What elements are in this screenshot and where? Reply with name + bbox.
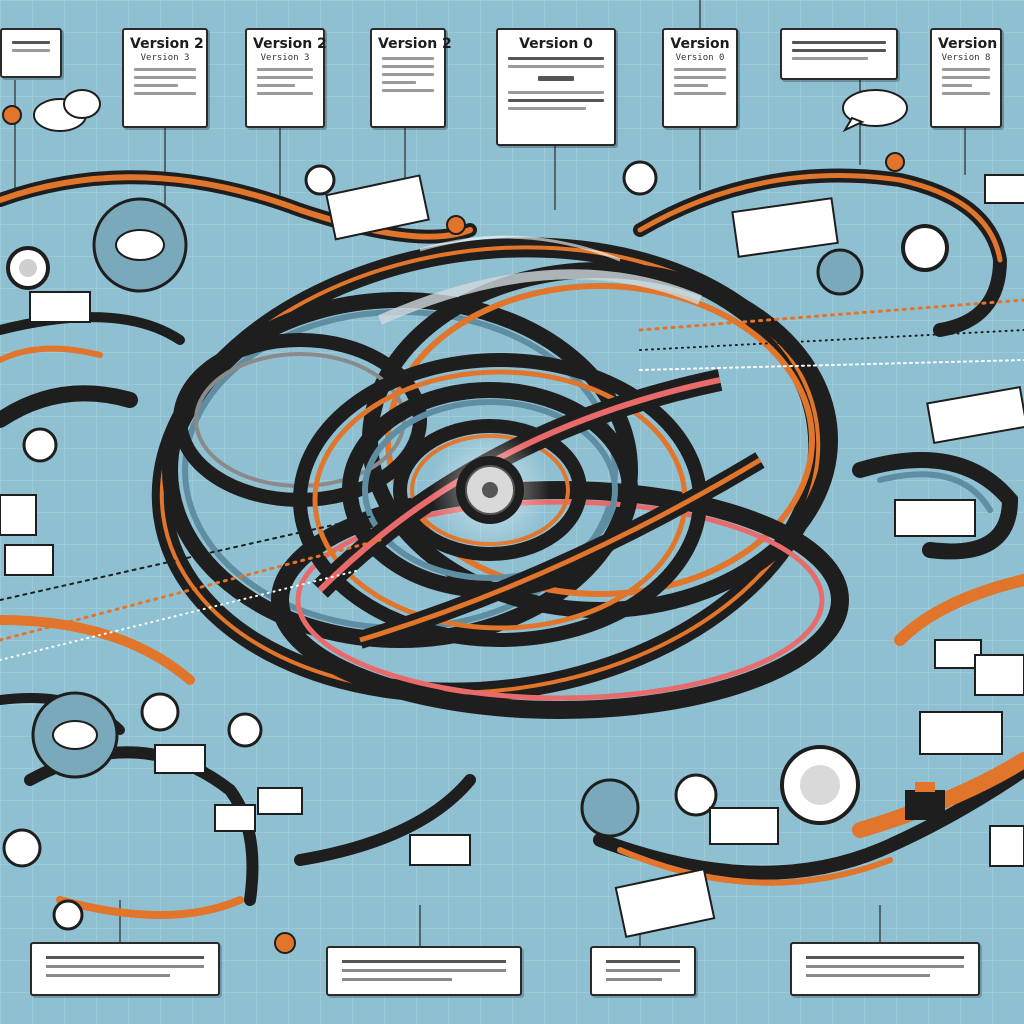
central-knot [151, 235, 849, 719]
document-icon [731, 197, 839, 258]
info-panel-3 [590, 946, 696, 996]
disc-icon [901, 224, 949, 272]
document-icon [214, 804, 256, 832]
version-card-title: Version 2 [253, 36, 327, 52]
version-card-subtitle: Version 8 [941, 53, 991, 63]
version-card-7 [780, 28, 898, 80]
disc-icon [92, 197, 188, 293]
document-icon [989, 825, 1024, 867]
document-icon [325, 174, 430, 241]
document-icon [154, 744, 206, 774]
document-icon [4, 544, 54, 576]
disc-icon [227, 712, 263, 748]
disc-icon [52, 899, 84, 931]
version-card-5: Version 0 [496, 28, 616, 146]
document-icon [984, 174, 1024, 204]
document-icon [257, 787, 303, 815]
disc-icon [31, 691, 119, 779]
document-icon [29, 291, 91, 323]
document-icon [974, 654, 1024, 696]
version-card-title: Version 0 [519, 36, 593, 52]
cloud-icon [33, 89, 101, 132]
document-icon [709, 807, 779, 845]
version-card-3: Version 2 Version 3 [245, 28, 327, 128]
version-card-2: Version 2 Version 3 [122, 28, 208, 128]
version-card-title: Version 2 [378, 36, 452, 52]
version-card-title: Version [938, 36, 998, 52]
document-icon [894, 499, 976, 537]
pin-icon [905, 782, 945, 820]
document-icon [0, 494, 37, 536]
version-card-title: Version 2 [130, 36, 204, 52]
disc-icon [6, 246, 50, 290]
speech-bubble-icon [842, 89, 908, 133]
disc-icon [2, 105, 22, 125]
version-card-1 [0, 28, 62, 78]
outer-tracks [0, 168, 1024, 919]
version-card-6: Version Version 0 [662, 28, 738, 128]
version-card-8: Version Version 8 [930, 28, 1002, 128]
version-card-subtitle: Version 3 [140, 53, 190, 63]
hub-disc-icon [430, 430, 550, 550]
document-icon [409, 834, 471, 866]
info-panel-1 [30, 942, 220, 996]
version-card-subtitle: Version 0 [675, 53, 725, 63]
disc-icon [580, 778, 640, 838]
disc-icon [674, 773, 718, 817]
document-icon [919, 711, 1003, 755]
document-panels [0, 174, 1024, 938]
disc-icon [780, 745, 860, 825]
disc-icon [140, 692, 180, 732]
document-icon [926, 385, 1024, 445]
disc-icon [304, 164, 336, 196]
disc-icon [274, 932, 296, 954]
data-streams [0, 298, 1024, 661]
disc-icon [816, 248, 864, 296]
disc-icon [622, 160, 658, 196]
disc-icon [2, 828, 42, 868]
node-discs [2, 105, 949, 954]
version-card-4: Version 2 [370, 28, 452, 128]
version-card-title: Version [670, 36, 730, 52]
disc-icon [885, 152, 905, 172]
info-panel-2 [326, 946, 522, 996]
info-panel-4 [790, 942, 980, 996]
document-icon [614, 868, 716, 938]
disc-icon [446, 215, 466, 235]
version-card-subtitle: Version 3 [260, 53, 310, 63]
disc-icon [22, 427, 58, 463]
